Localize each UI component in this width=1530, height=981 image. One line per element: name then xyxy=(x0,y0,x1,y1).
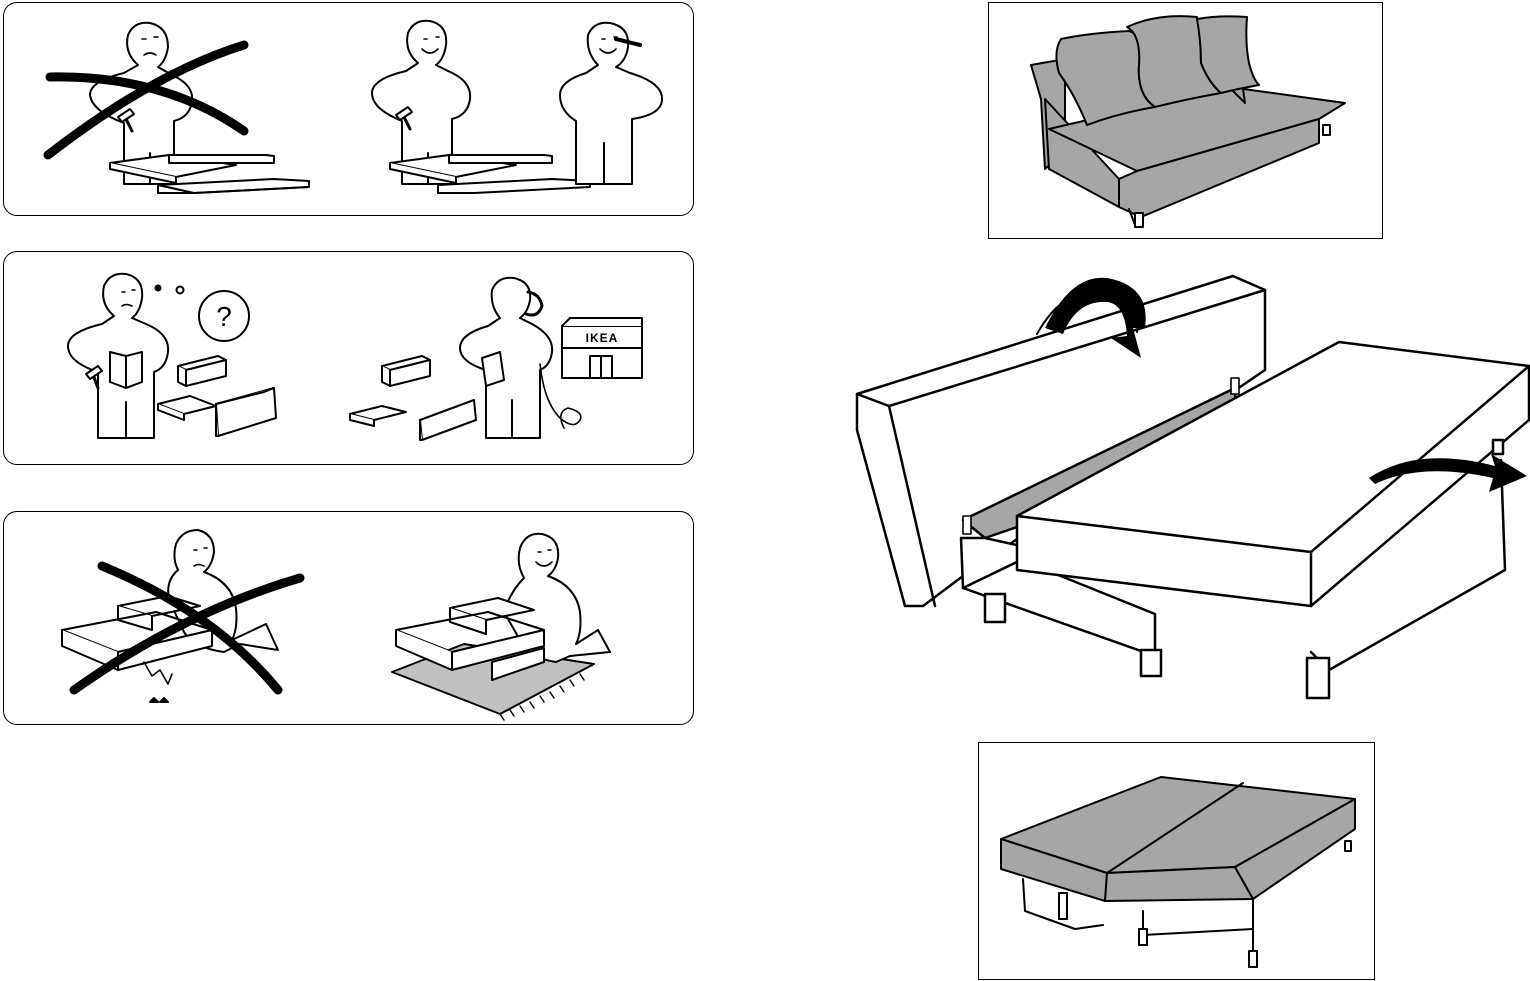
pull-out-arrow xyxy=(1369,454,1527,492)
sofa-seat-mattress xyxy=(1015,340,1530,700)
sofa-leg-left-back xyxy=(1139,648,1163,678)
smiling-person-with-pencil xyxy=(559,21,664,185)
panel-3-illustration xyxy=(61,529,611,721)
cross-out-mark-lower xyxy=(69,561,305,695)
panel-assemble-on-rug xyxy=(3,511,694,725)
cross-out-mark xyxy=(43,40,249,160)
sofa-bed-illustration xyxy=(1000,776,1356,968)
sofa-conversion-illustration xyxy=(855,274,1530,700)
person-on-phone-figure xyxy=(459,276,582,439)
bed-leg-2 xyxy=(1138,928,1148,946)
ikea-sign: IKEA xyxy=(586,331,619,345)
panel-2-illustration: ? IKEA xyxy=(67,272,643,441)
question-bubble: ? xyxy=(198,290,250,342)
sofa-open-bed-view xyxy=(978,742,1375,980)
bed-mattress xyxy=(1000,776,1356,902)
panel-two-people-advice xyxy=(3,2,694,216)
sofa-closed-view xyxy=(988,2,1383,239)
bed-leg-3 xyxy=(1248,950,1258,968)
confused-person-figure xyxy=(67,272,170,439)
ikea-store: IKEA xyxy=(561,317,643,379)
sofa-leg-right-front xyxy=(1305,656,1331,700)
hinge-bracket-right xyxy=(1230,377,1240,395)
sofa-pillows xyxy=(1055,15,1260,126)
boards-pile-left xyxy=(109,154,310,194)
question-mark: ? xyxy=(216,301,232,332)
unassembled-frame-right xyxy=(349,355,477,441)
boards-pile-middle xyxy=(389,154,591,194)
bed-leg-1 xyxy=(1058,892,1068,920)
panel-call-store-for-help: ? IKEA xyxy=(3,251,694,465)
frame-on-rug xyxy=(395,597,545,681)
bed-leg-4 xyxy=(1344,840,1352,852)
thought-dots xyxy=(154,284,185,295)
sofa-leg xyxy=(1134,212,1144,228)
hinge-bracket-left xyxy=(962,515,972,535)
panel-1-illustration xyxy=(43,19,664,194)
sofa-closed-illustration xyxy=(1030,15,1346,228)
hammer-icon xyxy=(117,108,135,133)
unassembled-frame-left xyxy=(157,355,277,437)
rotate-backrest-arrow xyxy=(1036,277,1146,358)
sofa-leg-left-front xyxy=(983,592,1007,624)
sofa-base-left xyxy=(959,536,1163,678)
